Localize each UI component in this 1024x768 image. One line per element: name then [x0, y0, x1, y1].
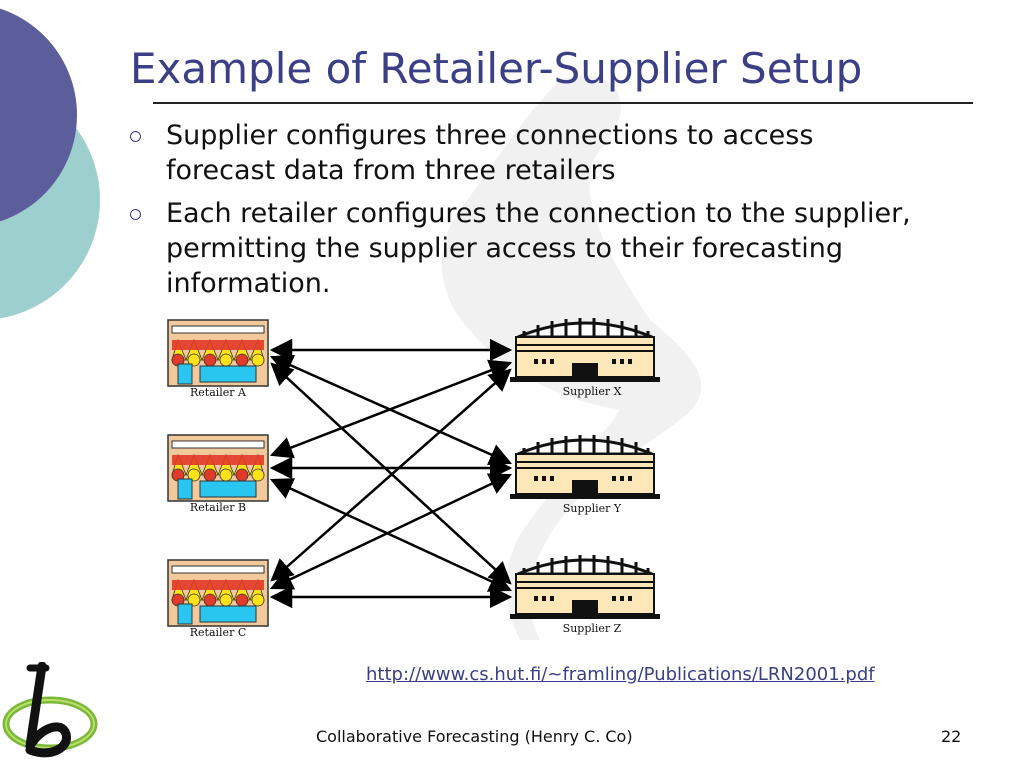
bullet-marker-icon	[130, 131, 141, 142]
slide-title: Example of Retailer-Supplier Setup	[130, 44, 863, 93]
connection-c-y	[269, 473, 513, 590]
warehouse-icon	[508, 316, 662, 384]
logo-icon	[2, 662, 98, 758]
supplier-z-node: Supplier Z	[508, 553, 662, 635]
supplier-x-node: Supplier X	[508, 316, 662, 398]
bullet-item: Supplier configures three connections to…	[130, 118, 920, 188]
store-icon	[167, 559, 269, 627]
supplier-y-label: Supplier Y	[563, 502, 622, 515]
warehouse-icon	[508, 433, 662, 501]
bullet-item: Each retailer configures the connection …	[130, 196, 920, 301]
supplier-y-node: Supplier Y	[508, 433, 662, 515]
footer-text: Collaborative Forecasting (Henry C. Co)	[316, 727, 633, 746]
supplier-z-label: Supplier Z	[563, 622, 622, 635]
title-divider	[153, 102, 973, 104]
retailer-c-node: Retailer C	[167, 559, 269, 639]
bullet-text: Supplier configures three connections to…	[166, 120, 814, 186]
warehouse-icon	[508, 553, 662, 621]
bullet-text: Each retailer configures the connection …	[166, 198, 911, 299]
source-link[interactable]: http://www.cs.hut.fi/~framling/Publicati…	[366, 664, 875, 685]
retailer-b-node: Retailer B	[167, 434, 269, 514]
store-icon	[167, 319, 269, 387]
retailer-c-label: Retailer C	[190, 626, 247, 639]
retailer-a-node: Retailer A	[167, 319, 269, 399]
connection-b-z	[269, 478, 513, 592]
store-icon	[167, 434, 269, 502]
retailer-b-label: Retailer B	[190, 501, 246, 514]
bullet-list: Supplier configures three connections to…	[130, 118, 920, 309]
retailer-supplier-diagram: Retailer A Retailer B Retailer C Supplie…	[167, 316, 662, 639]
retailer-a-label: Retailer A	[190, 386, 247, 399]
bullet-marker-icon	[130, 209, 141, 220]
page-number: 22	[941, 727, 962, 746]
connection-b-x	[269, 359, 513, 459]
supplier-x-label: Supplier X	[563, 385, 622, 398]
decor-circle-dark	[0, 8, 77, 222]
